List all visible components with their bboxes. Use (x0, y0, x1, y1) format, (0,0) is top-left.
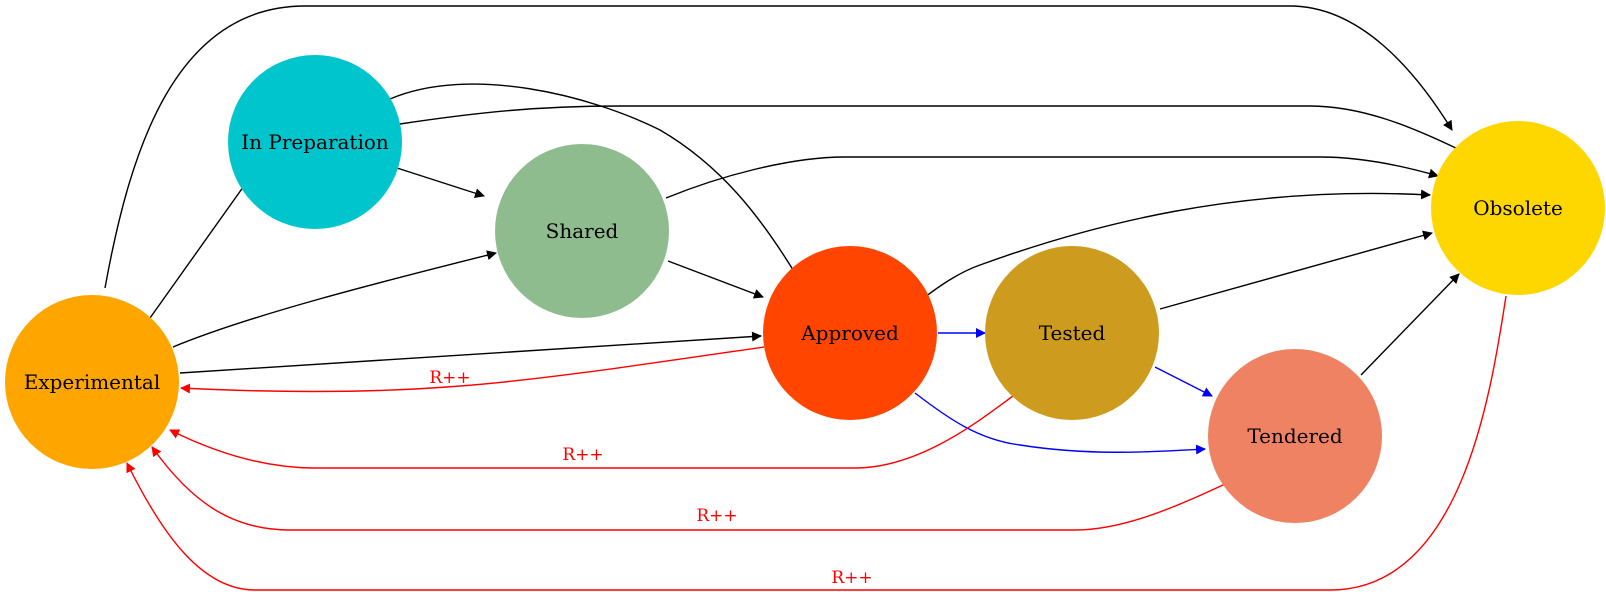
node-tested: Tested (985, 246, 1159, 420)
node-in-preparation-circle (228, 55, 402, 229)
edge-label-approved-to-experimental: R++ (429, 368, 470, 388)
node-shared: Shared (495, 144, 669, 318)
node-obsolete-label: Obsolete (1473, 196, 1563, 220)
edge-approved-to-experimental (180, 346, 765, 394)
edge-experimental-to-shared (172, 250, 497, 348)
edge-shared-to-obsolete (665, 156, 1439, 199)
node-tendered: Tendered (1208, 349, 1382, 523)
node-experimental-circle (5, 295, 179, 469)
edge-tendered-to-obsolete (1360, 273, 1460, 376)
node-approved-circle (763, 246, 937, 420)
edge-experimental-to-obsolete (104, 5, 1453, 289)
node-obsolete: Obsolete (1431, 121, 1605, 295)
edge-shared-to-approved (667, 260, 764, 299)
edge-tested-to-obsolete (1159, 230, 1433, 310)
edges-revision (126, 295, 1507, 591)
node-tested-label: Tested (1039, 321, 1106, 345)
edge-obsolete-to-experimental (126, 295, 1507, 591)
node-shared-label: Shared (546, 219, 619, 243)
edge-in-preparation-to-obsolete (399, 105, 1471, 156)
node-approved-label: Approved (800, 321, 899, 345)
edge-in-preparation-to-approved (389, 83, 799, 279)
edge-approved-to-obsolete (915, 189, 1431, 305)
edge-tendered-to-experimental (151, 446, 1226, 531)
edges-forward (914, 328, 1213, 455)
node-in-preparation: In Preparation (228, 55, 402, 229)
edge-experimental-to-in-preparation (149, 175, 252, 319)
edge-label-tendered-to-experimental: R++ (696, 506, 737, 526)
edge-label-obsolete-to-experimental: R++ (831, 568, 872, 588)
edge-approved-to-tendered (914, 392, 1206, 455)
node-experimental-label: Experimental (24, 370, 161, 394)
edge-labels: R++ R++ R++ R++ (429, 368, 872, 588)
node-shared-circle (495, 144, 669, 318)
node-in-preparation-label: In Preparation (241, 130, 389, 154)
node-obsolete-circle (1431, 121, 1605, 295)
edge-in-preparation-to-shared (396, 167, 485, 199)
node-tendered-circle (1208, 349, 1382, 523)
node-approved: Approved (763, 246, 937, 420)
node-experimental: Experimental (5, 295, 179, 469)
node-tested-circle (985, 246, 1159, 420)
edge-experimental-to-approved (179, 331, 762, 374)
node-tendered-label: Tendered (1247, 424, 1343, 448)
edge-tested-to-tendered (1154, 366, 1213, 397)
edge-tested-to-experimental (169, 395, 1014, 469)
edges-default (104, 5, 1471, 376)
edge-label-tested-to-experimental: R++ (562, 445, 603, 465)
